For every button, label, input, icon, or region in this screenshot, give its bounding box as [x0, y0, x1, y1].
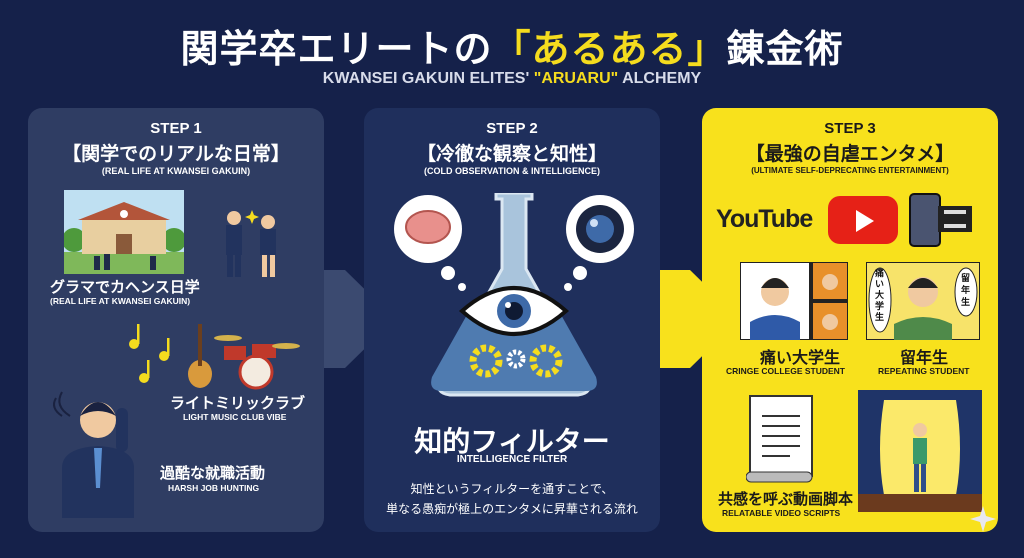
step2-subheading: (COLD OBSERVATION & INTELLIGENCE)	[423, 166, 600, 176]
title-highlight: 「あるある」	[492, 29, 727, 71]
video-scripts-sub: RELATABLE VIDEO SCRIPTS	[722, 508, 841, 518]
music-instruments-icon	[129, 324, 300, 390]
step1-label: STEP 1	[150, 120, 202, 137]
step2-label: STEP 2	[486, 120, 538, 137]
step3-panel: STEP 3 【最強の自虐エンタメ】 (ULTIMATE SELF-DEPREC…	[702, 108, 998, 532]
youtube-wordmark: YouTube	[716, 205, 813, 233]
step3-subheading: (ULTIMATE SELF-DEPRECATING ENTERTAINMENT…	[751, 166, 949, 175]
step1-panel: STEP 1 【関学でのリアルな日常】 (REAL LIFE AT KWANSE…	[28, 108, 324, 532]
stage-performer-icon	[858, 390, 982, 512]
subtitle-highlight: "ARUARU"	[533, 70, 619, 87]
stressed-job-hunter-icon	[53, 391, 134, 518]
sparkle-small-icon	[245, 210, 259, 224]
repeating-student-sub: REPEATING STUDENT	[878, 366, 970, 376]
sparkle-icon	[970, 506, 996, 532]
speech-bubble-cringe: 痛い大学生	[875, 268, 885, 322]
video-scripts-label: 共感を呼ぶ動画脚本	[718, 491, 854, 508]
step2-description-line2: 単なる愚痴が極上のエンタメに昇華される流れ	[386, 502, 638, 516]
step3-label: STEP 3	[824, 120, 876, 137]
subtitle-text: KWANSEI GAKUIN ELITES'	[322, 70, 534, 87]
campus-building-icon	[64, 190, 184, 274]
cringe-student-sub: CRINGE COLLEGE STUDENT	[726, 366, 846, 376]
page-title: 関学卒エリートの「あるある」錬金術	[0, 18, 1024, 73]
step2-panel: STEP 2 【冷徹な観察と知性】 (COLD OBSERVATION & IN…	[364, 108, 660, 532]
cringe-student-comic	[740, 262, 848, 340]
speech-bubble-repeating: 留年生	[961, 273, 971, 307]
music-club-label: ライトミリックラブ	[170, 395, 306, 412]
repeating-student-comic	[866, 262, 980, 340]
step1-subheading: (REAL LIFE AT KWANSEI GAKUIN)	[101, 166, 251, 176]
job-hunting-sub: HARSH JOB HUNTING	[168, 483, 260, 493]
youtube-play-icon	[828, 196, 898, 244]
eye-icon	[458, 286, 570, 336]
step1-heading: 【関学でのリアルな日常】	[62, 144, 290, 165]
students-walking-icon	[226, 210, 276, 277]
intelligence-flask-illustration	[394, 193, 634, 397]
step2-heading: 【冷徹な観察と知性】	[416, 144, 607, 165]
cringe-student-label: 痛い大学生	[760, 350, 841, 367]
gears-icon	[469, 344, 563, 378]
title-text: 関学卒エリートの	[180, 29, 493, 71]
music-note-icon	[129, 324, 170, 383]
step2-description-line1: 知性というフィルターを通すことで、	[410, 482, 614, 496]
campus-life-label: グラマでカヘンス日学	[50, 279, 200, 296]
page-subtitle: KWANSEI GAKUIN ELITES' "ARUARU" ALCHEMY	[0, 70, 1024, 88]
step3-heading: 【最強の自虐エンタメ】	[745, 144, 955, 165]
music-club-sub: LIGHT MUSIC CLUB VIBE	[183, 412, 287, 422]
film-canister-icon	[909, 193, 972, 247]
script-scroll-icon	[746, 395, 813, 483]
repeating-student-label: 留年生	[900, 350, 949, 367]
title-text-end: 錬金術	[726, 29, 844, 71]
intelligence-filter-sub: INTELLIGENCE FILTER	[456, 454, 568, 465]
arrow-2-icon	[660, 270, 740, 368]
job-hunting-label: 過酷な就職活動	[160, 465, 266, 482]
campus-life-sub: (REAL LIFE AT KWANSEI GAKUIN)	[50, 296, 191, 306]
arrow-1-icon	[322, 270, 395, 368]
intelligence-filter-title: 知的フィルター	[414, 426, 610, 457]
subtitle-text-end: ALCHEMY	[618, 70, 702, 87]
